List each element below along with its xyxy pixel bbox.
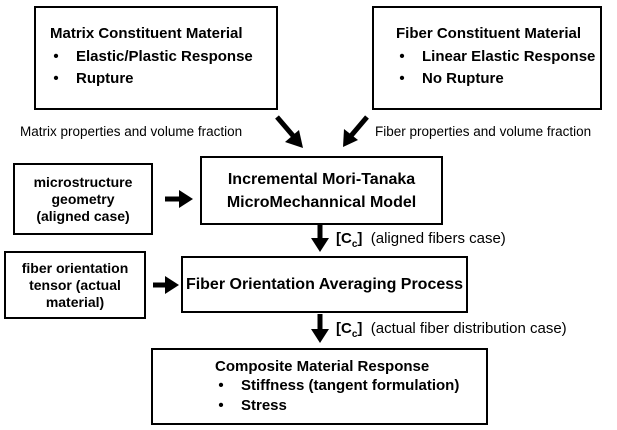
model-title-line: Incremental Mori-Tanaka: [227, 170, 416, 188]
tensor-line: fiber orientation: [21, 259, 129, 276]
bullet-icon: •: [399, 70, 405, 87]
tensor-line: tensor (actual: [29, 276, 121, 293]
matrix-material-box: Matrix Constituent Material •Elastic/Pla…: [34, 6, 278, 110]
bullet-icon: •: [218, 397, 224, 414]
composite-response-title: Composite Material Response: [215, 358, 430, 375]
matrix-material-title: Matrix Constituent Material: [50, 25, 243, 42]
fiber-material-box: Fiber Constituent Material •Linear Elast…: [372, 6, 602, 110]
composite-response-box: Composite Material Response •Stiffness (…: [151, 348, 488, 425]
matrix-material-list: •Elastic/Plastic Response •Rupture: [50, 46, 276, 90]
averaging-title: Fiber Orientation Averaging Process: [185, 276, 464, 293]
list-item: •Elastic/Plastic Response: [50, 46, 276, 68]
stiffness-symbol: [Cc]: [336, 320, 363, 340]
arrow-microstructure-to-model: [165, 190, 193, 208]
fiber-material-title: Fiber Constituent Material: [396, 25, 582, 42]
stiffness-actual-label: [Cc] (actual fiber distribution case): [336, 320, 567, 340]
stiffness-symbol: [Cc]: [336, 230, 363, 250]
bullet-icon: •: [399, 48, 405, 65]
microstructure-line: (aligned case): [36, 207, 130, 224]
microstructure-line: microstructure: [33, 173, 133, 190]
fiber-properties-label: Fiber properties and volume fraction: [375, 124, 592, 139]
stiffness-aligned-caption: (aligned fibers case): [370, 230, 506, 247]
list-item: •Rupture: [50, 68, 276, 90]
arrow-averaging-to-composite: [311, 314, 329, 343]
orientation-tensor-box: fiber orientation tensor (actual materia…: [4, 251, 146, 319]
mori-tanaka-model-box: Incremental Mori-Tanaka MicroMechannical…: [200, 156, 443, 225]
list-item: •No Rupture: [396, 68, 600, 90]
tensor-line: material): [45, 293, 105, 310]
orientation-averaging-box: Fiber Orientation Averaging Process: [181, 256, 468, 313]
fiber-material-list: •Linear Elastic Response •No Rupture: [396, 46, 600, 90]
bullet-icon: •: [53, 70, 59, 87]
stiffness-aligned-label: [Cc] (aligned fibers case): [336, 230, 506, 250]
arrow-fiber-to-model: [343, 115, 369, 147]
matrix-properties-label: Matrix properties and volume fraction: [20, 124, 243, 139]
microstructure-line: geometry: [51, 190, 115, 207]
arrow-matrix-to-model: [275, 115, 303, 148]
microstructure-geometry-box: microstructure geometry (aligned case): [13, 163, 153, 235]
stiffness-actual-caption: (actual fiber distribution case): [370, 320, 567, 337]
arrow-tensor-to-averaging: [153, 276, 179, 294]
arrow-model-to-averaging: [311, 225, 329, 252]
model-title-line: MicroMechannical Model: [226, 193, 417, 211]
composite-response-list: •Stiffness (tangent formulation) •Stress: [215, 376, 486, 416]
list-item: •Stress: [215, 396, 486, 416]
list-item: •Linear Elastic Response: [396, 46, 600, 68]
bullet-icon: •: [218, 377, 224, 394]
list-item: •Stiffness (tangent formulation): [215, 376, 486, 396]
bullet-icon: •: [53, 48, 59, 65]
